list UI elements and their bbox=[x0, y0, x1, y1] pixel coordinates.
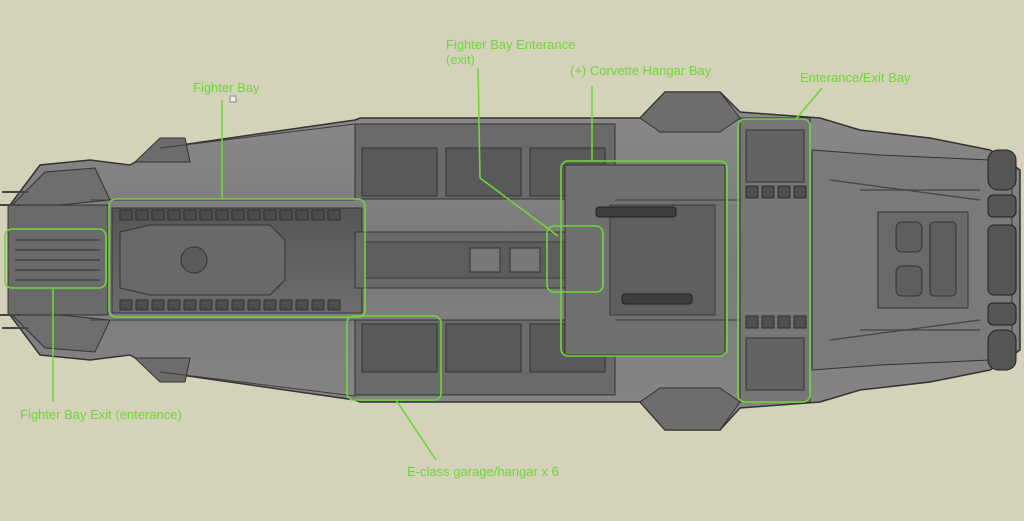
corvette-tower-bottom bbox=[639, 387, 741, 431]
nose-spikes bbox=[0, 191, 28, 329]
fighter-bay-label: Fighter Bay bbox=[193, 80, 260, 95]
fighter-bay-exit-label: Fighter Bay Exit (enterance) bbox=[20, 407, 182, 422]
entrance-bay-upper bbox=[745, 129, 805, 183]
e-class-garage-label: E-class garage/hangar x 6 bbox=[407, 464, 559, 479]
fighter-bay-entrance-highlight bbox=[546, 225, 604, 293]
garages-bottom bbox=[354, 319, 616, 396]
fighter-bay-entrance-leader bbox=[477, 67, 559, 237]
entrance-exit-bay-label: Enterance/Exit Bay bbox=[800, 70, 911, 85]
fighter-bay-turntable bbox=[180, 246, 208, 274]
entrance-exit-bay-leader bbox=[795, 87, 823, 120]
corvette-vehicles bbox=[595, 206, 693, 305]
entrance-exit-bay-highlight bbox=[737, 118, 811, 403]
fighter-bay-entrance-label-line1: Fighter Bay Enterance bbox=[446, 37, 576, 52]
cursor-marker bbox=[229, 95, 237, 103]
hull-panel-lines bbox=[90, 123, 740, 397]
fighter-bay-slots-bottom bbox=[119, 299, 341, 311]
corvette-hangar-label: (+) Corvette Hangar Bay bbox=[570, 63, 712, 78]
fighter-exit-rails bbox=[15, 239, 100, 281]
spine-details bbox=[469, 247, 541, 273]
entrance-bay-blocks bbox=[745, 185, 807, 329]
sponson-bottom-front bbox=[133, 357, 191, 383]
aft-thruster-fins bbox=[829, 179, 981, 341]
fighter-bay-slots-top bbox=[119, 209, 341, 221]
aft-pods bbox=[895, 221, 957, 297]
engine-nozzles bbox=[987, 149, 1017, 371]
e-class-garage-leader bbox=[395, 399, 437, 461]
corvette-hangar-highlight bbox=[560, 160, 728, 357]
fighter-bay-entrance-label-line2: (exit) bbox=[446, 52, 475, 67]
fighter-bay-highlight bbox=[108, 198, 366, 318]
e-class-garage-highlight bbox=[346, 315, 442, 401]
sponson-top-front bbox=[133, 137, 191, 163]
corvette-tower-top bbox=[639, 91, 741, 133]
entrance-bay-lower bbox=[745, 337, 805, 391]
fighter-bay-exit-highlight bbox=[4, 228, 107, 289]
